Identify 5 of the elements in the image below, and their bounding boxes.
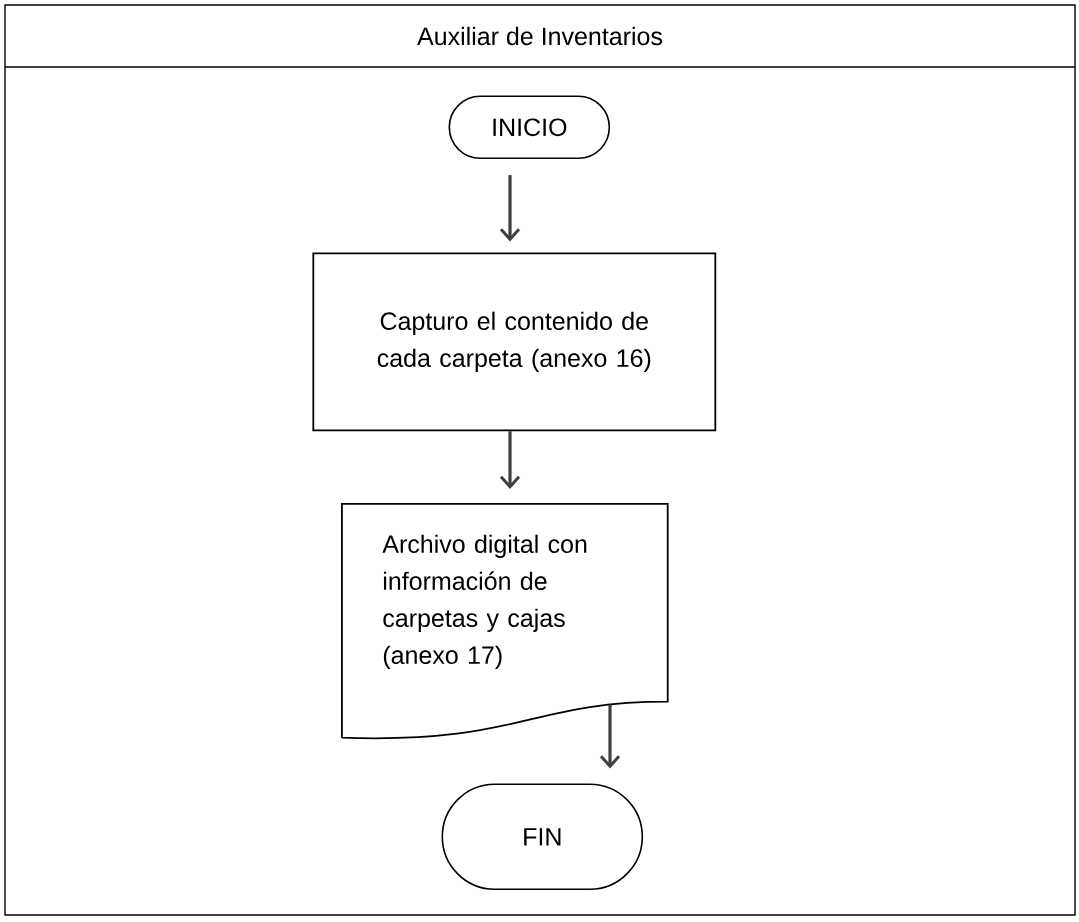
arrow	[599, 704, 621, 769]
arrow	[499, 175, 521, 242]
process-box: Capturo el contenido de cada carpeta (anexo 16)	[312, 252, 717, 432]
document-shape: Archivo digital con información de carpetas y cajas (anexo 17)	[341, 503, 669, 740]
arrow	[499, 431, 521, 489]
